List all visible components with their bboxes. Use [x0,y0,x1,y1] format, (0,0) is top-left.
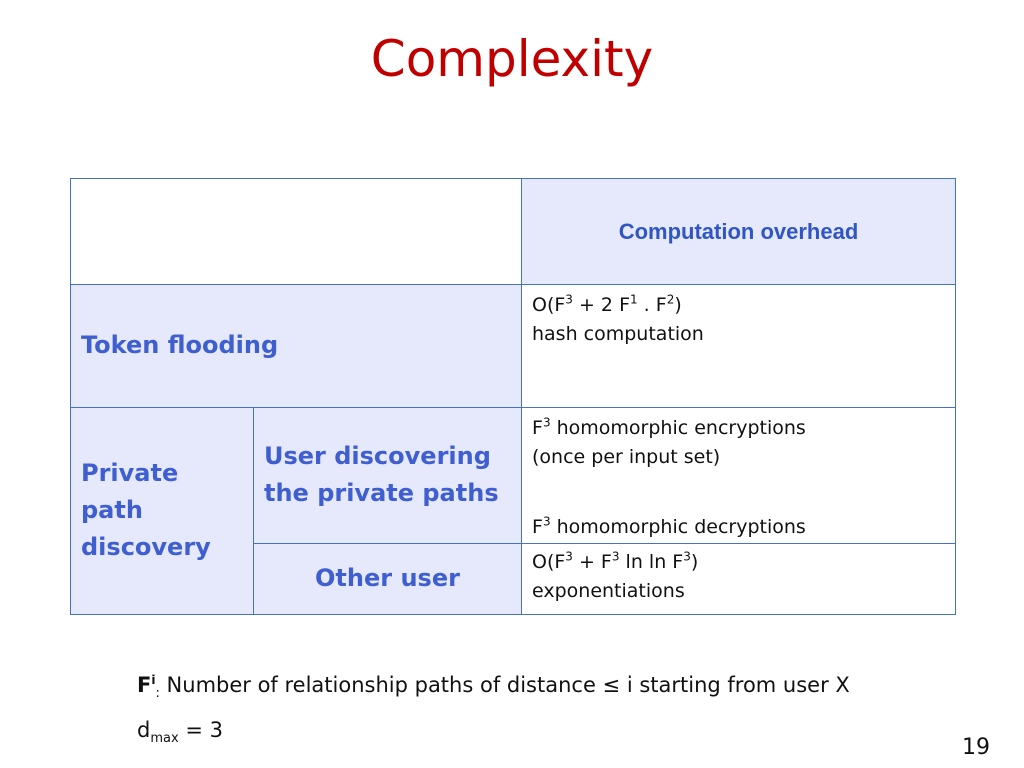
header-computation-overhead: Computation overhead [521,178,956,285]
row-label-token-flooding: Token flooding [70,284,522,408]
other-user-overhead: O(F3 + F3 ln ln F3) exponentiations [521,542,956,615]
page-number: 19 [962,735,990,760]
slide-title: Complexity [370,30,654,88]
row-label-other-user: Other user [253,542,522,615]
row-label-user-discovering: User discovering the private paths [253,407,522,544]
complexity-table: Computation overhead Token flooding O(F3… [70,178,956,615]
row-label-private-path-discovery: Private path discovery [70,407,254,615]
fi-definition: Fi: Number of relationship paths of dist… [137,673,850,702]
dmax-definition: dmax = 3 [137,718,223,747]
token-flooding-overhead: O(F3 + 2 F1 . F2) hash computation [521,284,956,408]
empty-header-cell [70,178,522,285]
user-discovering-overhead: F3 homomorphic encryptions (once per inp… [521,407,956,544]
